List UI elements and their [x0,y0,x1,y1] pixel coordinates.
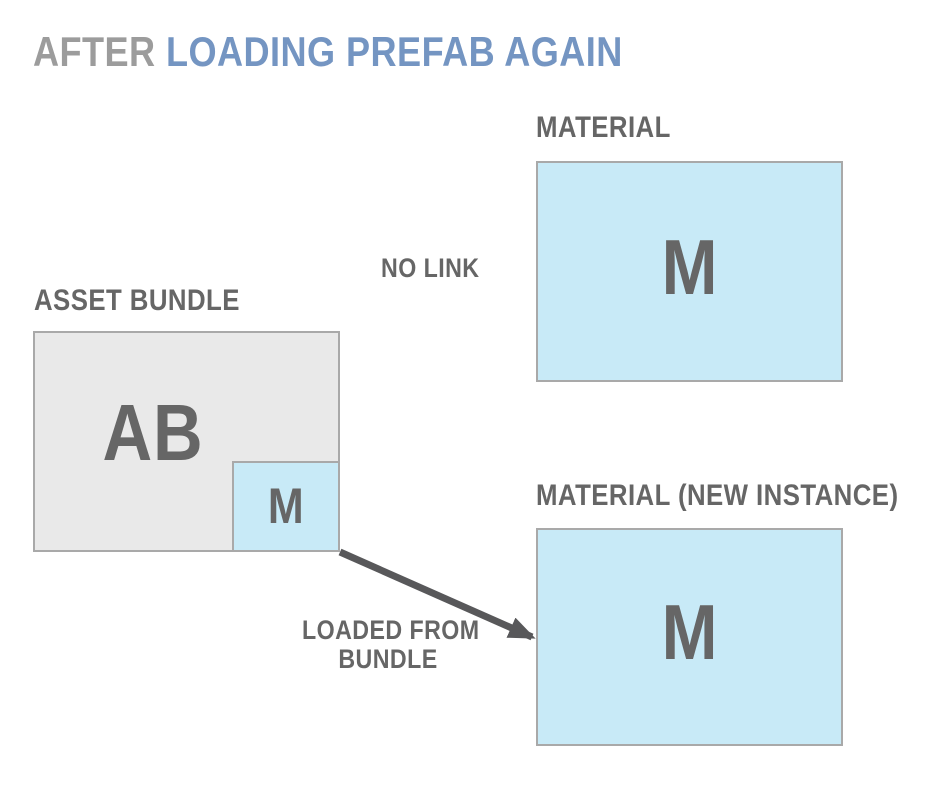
loaded-from-bundle-label: LOADED FROM BUNDLE [302,615,480,674]
page-title-highlight: LOADING PREFAB AGAIN [166,28,623,75]
asset-bundle-box: AB [33,331,340,552]
material-new-label: MATERIAL (NEW INSTANCE) [536,479,899,512]
asset-bundle-label: ASSET BUNDLE [34,284,240,317]
material-new-box: M [536,528,843,746]
bundled-material-letter: M [268,477,304,534]
page-title: AFTER LOADING PREFAB AGAIN [33,30,719,74]
bundled-material-box: M [232,461,340,552]
material-top-letter: M [661,222,718,311]
page-title-prefix: AFTER [33,28,167,75]
material-new-letter: M [661,588,718,676]
material-top-box: M [536,161,843,382]
no-link-label: NO LINK [380,253,480,283]
asset-bundle-letter: AB [102,387,204,477]
material-top-label: MATERIAL [536,111,671,144]
